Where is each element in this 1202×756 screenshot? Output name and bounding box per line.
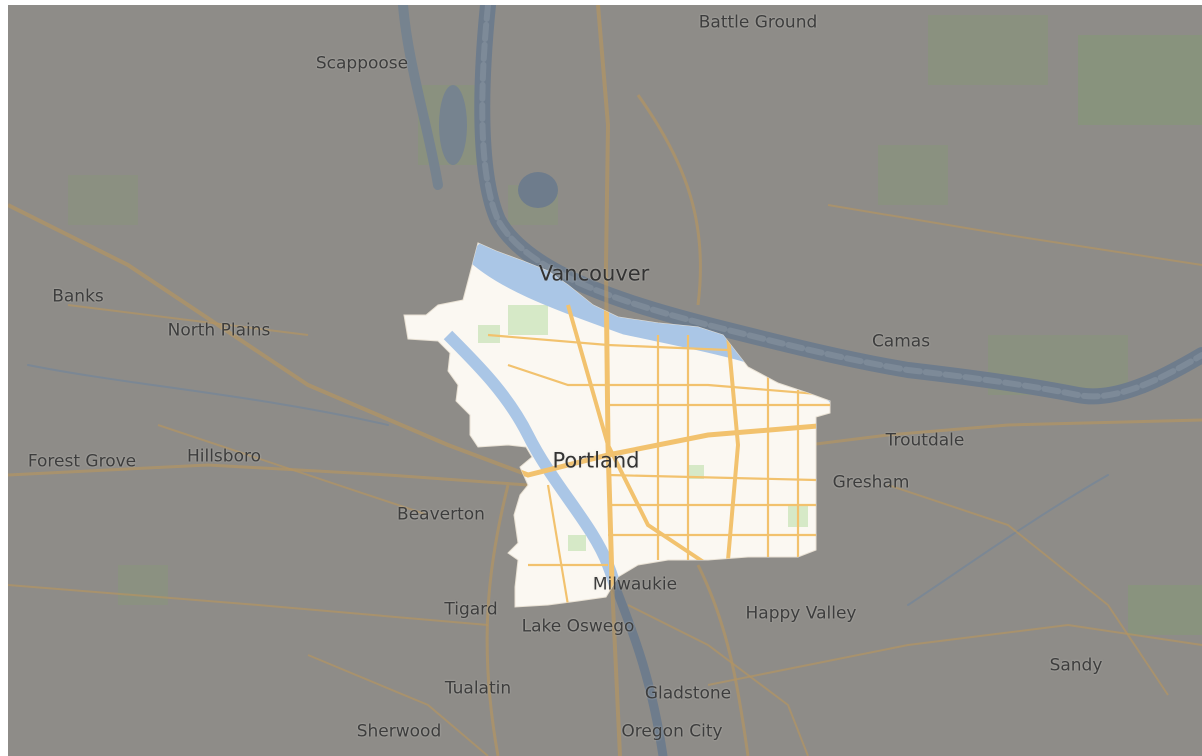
place-label-troutdale: Troutdale <box>885 430 965 451</box>
place-label-camas: Camas <box>871 331 931 352</box>
place-label-vancouver: Vancouver <box>538 261 650 286</box>
place-label-hillsboro: Hillsboro <box>186 446 262 467</box>
place-label-north-plains: North Plains <box>167 320 271 341</box>
place-label-beaverton: Beaverton <box>397 504 485 525</box>
place-label-gresham: Gresham <box>832 472 910 493</box>
map-canvas[interactable]: Battle Ground Scappoose Vancouver Banks … <box>8 5 1202 756</box>
place-label-happy-valley: Happy Valley <box>745 603 857 624</box>
place-label-banks: Banks <box>52 286 104 307</box>
place-label-portland: Portland <box>552 448 640 473</box>
place-label-forest-grove: Forest Grove <box>27 451 137 472</box>
place-label-sherwood: Sherwood <box>356 721 442 742</box>
place-label-scappoose: Scappoose <box>315 53 409 74</box>
place-label-oregon-city: Oregon City <box>621 721 723 742</box>
place-label-sandy: Sandy <box>1049 655 1103 676</box>
place-label-milwaukie: Milwaukie <box>592 574 678 595</box>
place-label-gladstone: Gladstone <box>644 683 732 704</box>
place-label-lake-oswego: Lake Oswego <box>521 616 635 637</box>
map-graphics <box>8 5 1202 756</box>
place-label-tigard: Tigard <box>444 599 498 620</box>
place-label-tualatin: Tualatin <box>444 678 512 699</box>
place-label-battle-ground: Battle Ground <box>698 12 818 33</box>
